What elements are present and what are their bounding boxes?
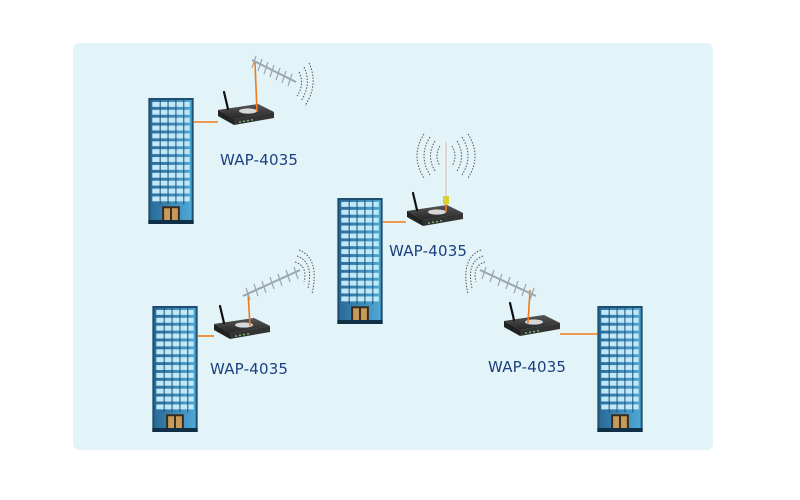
ap-label-center: WAP-4035	[389, 242, 468, 260]
site-bottom-left	[151, 249, 315, 433]
building-icon	[596, 305, 644, 433]
router-icon	[216, 90, 276, 127]
building-icon	[151, 305, 199, 433]
antenna-cable	[254, 61, 258, 113]
omni-antenna-icon	[416, 133, 476, 212]
ap-label-bottom-right: WAP-4035	[488, 358, 567, 376]
building-icon	[336, 197, 384, 325]
yagi-directional-icon	[251, 55, 314, 107]
site-bottom-right	[465, 249, 644, 433]
yagi-directional-icon	[465, 249, 537, 301]
antenna-cable	[247, 291, 251, 327]
yagi-directional-icon	[242, 249, 315, 301]
router-icon	[502, 301, 562, 338]
router-icon	[405, 191, 465, 228]
ap-label-top-left: WAP-4035	[220, 151, 299, 169]
building-icon	[147, 97, 195, 225]
router-icon	[212, 304, 272, 341]
antenna-cable	[527, 289, 531, 324]
site-top-left	[147, 55, 314, 225]
site-center	[336, 133, 476, 325]
ap-label-bottom-left: WAP-4035	[210, 360, 289, 378]
